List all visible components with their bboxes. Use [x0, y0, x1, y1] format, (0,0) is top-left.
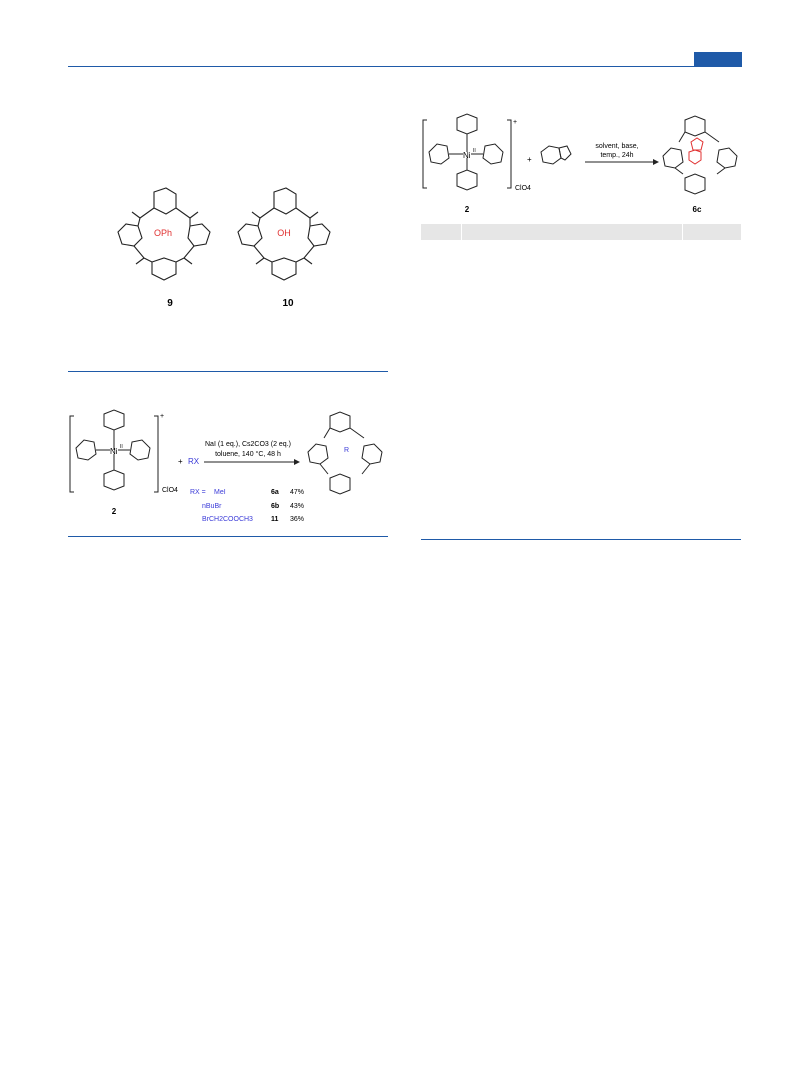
counterion-c: ClO4: [515, 185, 531, 192]
benzoxazole-structure: [540, 145, 572, 165]
rx-row-1-yield: 47%: [290, 489, 304, 496]
arrowhead-c: [653, 159, 659, 165]
counterion-b: ClO4: [162, 487, 178, 494]
rx-row-2-yield: 43%: [290, 503, 304, 510]
rx-row-1-compound: 6a: [271, 489, 279, 496]
product-macrocycle-c: [662, 115, 738, 195]
journal-header-tab: [694, 52, 742, 67]
table-header-cell: [462, 224, 683, 240]
complex-metal-ox-b: II: [120, 444, 123, 450]
table-header-cell: [421, 224, 462, 240]
reagent-rx: RX: [188, 457, 200, 466]
rx-row-3-reagent: BrCH2COOCH3: [202, 516, 253, 523]
plus-sign-b: +: [178, 457, 183, 466]
rx-row-3-yield: 36%: [290, 516, 304, 523]
figure-compounds-9-10: OPh OH 9 10: [117, 187, 331, 309]
product-label-c: 6c: [693, 205, 702, 214]
complex-label-c: 2: [465, 205, 470, 214]
compound-label-10: 10: [282, 298, 294, 309]
product-macrocycle-b: [307, 411, 383, 495]
product-substituent-b: R: [344, 447, 349, 454]
complex-metal-c: Ni: [463, 151, 471, 160]
rx-row-2-compound: 6b: [271, 503, 279, 510]
plus-sign-c: +: [527, 155, 532, 164]
nickel-complex: [75, 409, 151, 491]
figure-rule-bottom-left: [68, 536, 388, 537]
bracket-c: [422, 119, 512, 189]
conditions-line-1-b: NaI (1 eq.), Cs2CO3 (2 eq.): [205, 441, 291, 448]
table-bottom-rule: [421, 539, 741, 540]
arrowhead-b: [294, 459, 300, 465]
figure-rule-top-left: [68, 371, 388, 372]
rx-row-3-compound: 11: [271, 516, 279, 523]
conditions-line-1-c: solvent, base,: [595, 143, 638, 150]
complex-metal-ox-c: II: [473, 148, 476, 154]
benzoxazole-highlight: [688, 137, 704, 165]
bracket-left: [69, 415, 159, 493]
compound-label-9: 9: [167, 298, 173, 309]
macrocycle-compound-9: [117, 187, 211, 281]
rx-row-2-reagent: nBuBr: [202, 503, 222, 510]
complex-label-b: 2: [112, 507, 117, 516]
nickel-complex-c: [428, 113, 504, 191]
rx-prefix: RX =: [190, 489, 206, 496]
complex-charge-c: +: [513, 119, 517, 126]
complex-metal-b: Ni: [110, 447, 118, 456]
table-header-row: [421, 224, 741, 240]
complex-charge-b: +: [160, 413, 164, 420]
macrocycle-compound-10: [237, 187, 331, 281]
conditions-line-2-c: temp., 24h: [600, 152, 633, 159]
rx-row-1-reagent: MeI: [214, 489, 226, 496]
scheme-alkylation: Ni II + ClO4 2 + RX NaI (1 eq.), Cs2CO3 …: [69, 409, 383, 523]
header-rule: [68, 66, 742, 67]
substituent-9: OPh: [154, 228, 172, 238]
scheme-benzoxazole: Ni II + ClO4 2 + solvent, base, temp., 2…: [422, 113, 738, 214]
substituent-10: OH: [277, 228, 291, 238]
table-header-cell: [683, 224, 741, 240]
conditions-line-2-b: toluene, 140 °C, 48 h: [215, 450, 281, 458]
